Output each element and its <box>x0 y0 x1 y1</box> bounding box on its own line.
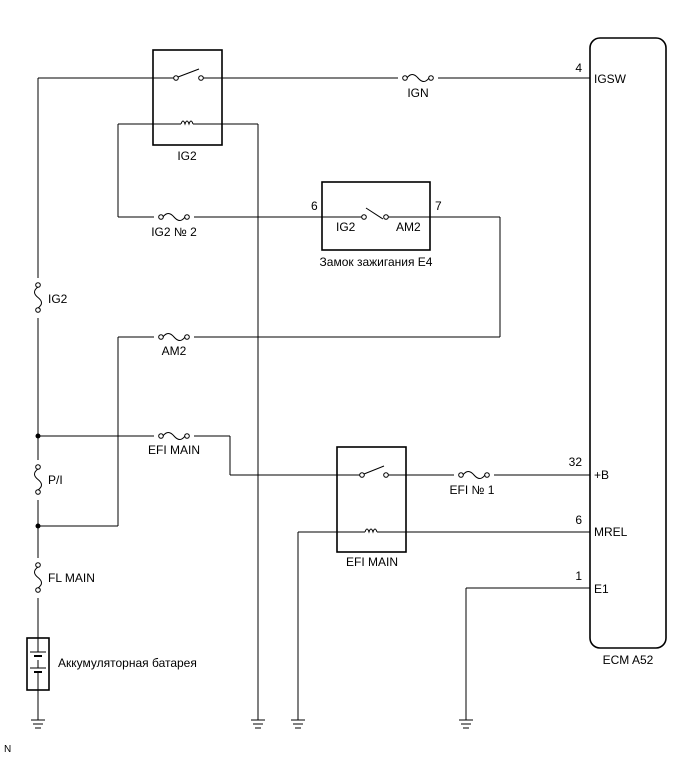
ground-symbol <box>291 719 305 729</box>
ignition-pin-left: 6 <box>311 199 318 213</box>
relay-efi-main-label: EFI MAIN <box>346 555 398 569</box>
fuse-ig2-no2 <box>154 211 194 223</box>
fuse-efi-no1-label: EFI № 1 <box>450 483 495 497</box>
ecm-pin-number: 4 <box>575 61 582 75</box>
fuse-p-i-label: P/I <box>48 473 63 487</box>
ecm-pin-number: 32 <box>569 455 583 469</box>
fuse-ig2-label: IG2 <box>48 292 68 306</box>
ignition-term-am2: AM2 <box>396 220 421 234</box>
junction-dot <box>35 523 41 529</box>
fuse-ig2-vertical <box>32 278 44 318</box>
ignition-term-ig2: IG2 <box>336 220 356 234</box>
ignition-switch <box>321 181 431 251</box>
fuse-fl-main-label: FL MAIN <box>48 571 95 585</box>
fuse-efi-main <box>154 430 194 442</box>
corner-mark: N <box>4 744 11 755</box>
fuse-am2 <box>154 331 194 343</box>
battery-label: Аккумуляторная батарея <box>58 656 197 670</box>
ecm-pin-number: 6 <box>575 513 582 527</box>
fuse-p-i <box>32 460 44 500</box>
fuse-efi-main-label: EFI MAIN <box>148 443 200 457</box>
relay-ig2-label: IG2 <box>177 149 197 163</box>
relay-efi-main <box>336 446 407 553</box>
ground-symbol <box>459 719 473 729</box>
battery-symbol <box>26 637 50 691</box>
fuse-ign-label: IGN <box>407 86 428 100</box>
ground-symbol <box>31 719 45 729</box>
fuse-efi-no1 <box>454 469 494 481</box>
ecm-label: ECM A52 <box>603 653 654 667</box>
ignition-pin-right: 7 <box>435 199 442 213</box>
junction-dot <box>35 433 41 439</box>
fuse-fl-main <box>32 558 44 598</box>
fuse-ign <box>398 72 438 84</box>
ecm-pin-label: IGSW <box>594 72 627 86</box>
ecm-pin-number: 1 <box>575 569 582 583</box>
wires <box>37 77 590 720</box>
ecm-pin-label: +B <box>594 468 609 482</box>
fuse-ig2-no2-label: IG2 № 2 <box>151 225 197 239</box>
ignition-switch-label: Замок зажигания E4 <box>320 255 433 269</box>
ground-symbol <box>251 719 265 729</box>
ecm-pin-label: MREL <box>594 525 628 539</box>
ecm-pin-label: E1 <box>594 582 609 596</box>
fuse-am2-label: AM2 <box>162 344 187 358</box>
ecm-block <box>589 37 667 649</box>
relay-ig2 <box>152 49 223 146</box>
